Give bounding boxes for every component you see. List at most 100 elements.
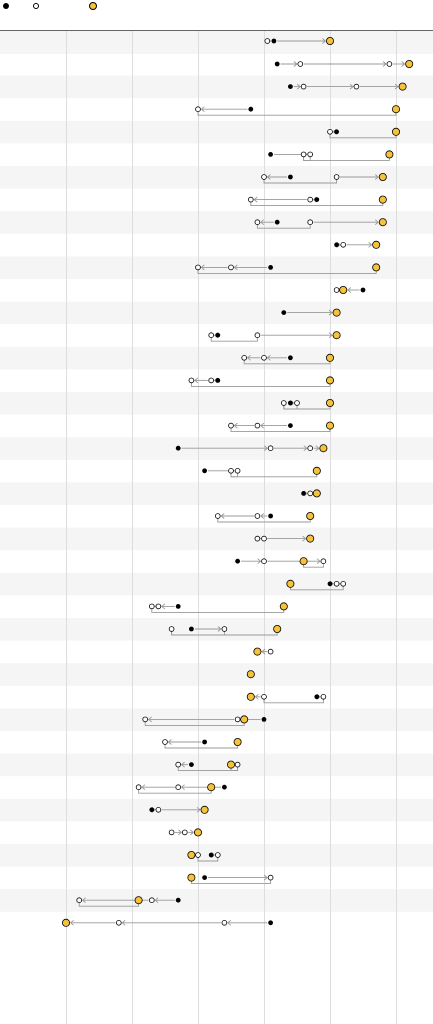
arrowhead [190,829,195,836]
data-row [261,172,387,184]
data-row [215,512,315,523]
connector [138,789,212,794]
final-point [325,37,334,46]
final-point [385,150,394,159]
arrowhead [141,784,146,791]
open-point [241,354,248,361]
data-row [248,195,387,207]
final-point [378,195,387,204]
arrowhead [368,241,373,248]
open-point [333,287,340,293]
open-point [261,693,267,700]
row-band [0,301,433,325]
final-point [62,918,71,927]
data-row [288,82,407,91]
row-band [0,889,433,912]
open-point [234,467,241,474]
open-point [327,129,333,135]
data-row [187,851,221,862]
open-point [340,242,347,248]
data-row [195,263,381,274]
connector [263,699,324,704]
row-band [0,211,433,234]
row-band [0,663,433,686]
arrowhead [233,422,238,429]
row-band [0,75,433,99]
final-point [200,805,209,814]
open-point [234,716,241,723]
data-row [280,398,334,410]
connector [197,111,397,116]
arrowhead [322,38,327,44]
filled-point [189,762,194,767]
data-row [202,466,321,478]
filled-point [288,84,293,89]
filled-point [301,491,306,496]
filled-point [268,920,273,926]
final-point [372,240,381,249]
connector [329,134,397,139]
open-point [234,761,241,768]
filled-point [175,604,181,609]
open-point [307,445,314,452]
arrowhead [196,806,201,813]
arrowhead [266,174,271,180]
open-point [340,580,347,587]
connector [190,880,272,885]
data-row [175,760,241,772]
final-point [246,670,255,679]
final-point [405,60,414,69]
data-row [76,896,181,907]
filled-point [314,694,320,700]
filled-point [360,287,366,293]
filled-point [268,265,273,270]
arrowhead [246,354,251,361]
row-band [0,798,433,822]
final-point [398,82,407,91]
arrowhead [147,716,152,723]
connector [283,405,331,410]
arrowhead [261,648,266,655]
connector [144,721,245,726]
open-point [320,693,327,700]
final-point [226,760,235,769]
arrowhead [401,61,406,67]
connector [210,337,258,342]
connector [164,744,239,749]
filled-point [274,61,280,67]
row-band [0,527,433,551]
open-point [254,219,261,226]
filled-point [271,38,277,44]
legend-marker-final [89,2,97,10]
open-point [116,919,122,926]
data-row [135,783,227,794]
open-point [248,196,254,203]
connector [263,179,338,184]
open-point [261,354,267,361]
row-band [0,482,433,505]
arrowhead [200,106,205,113]
open-point [267,445,274,452]
open-point [254,535,261,542]
connector [230,473,239,478]
filled-point [175,897,181,903]
open-point [155,603,162,610]
data-row [246,692,327,704]
final-point [246,692,255,701]
final-point [134,896,143,905]
data-row [268,150,394,161]
final-point [332,308,341,317]
data-row [254,534,315,543]
final-point [207,783,216,792]
data-row [241,353,334,365]
filled-point [202,739,208,745]
open-point [320,558,327,564]
arrowhead [194,377,199,384]
open-point [297,61,304,67]
final-point [299,557,308,566]
filled-point [268,513,273,519]
final-point [306,512,315,521]
final-point [193,828,202,837]
connector [303,563,324,568]
